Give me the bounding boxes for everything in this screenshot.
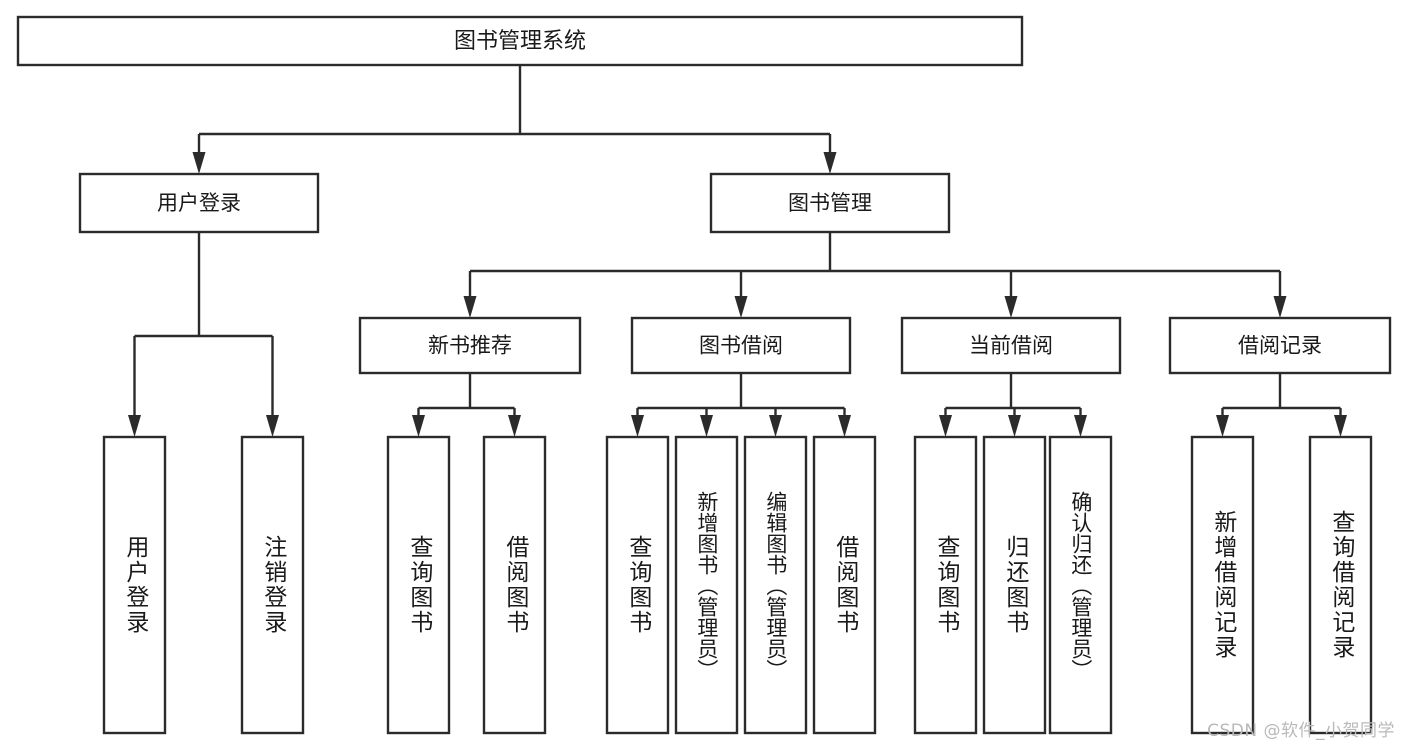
arrow-head-icon bbox=[463, 296, 477, 318]
node-box-borrow-record[interactable] bbox=[1168, 316, 1392, 375]
node-leaf-query-record[interactable] bbox=[1308, 435, 1373, 735]
connector-group-root bbox=[192, 65, 837, 174]
arrow-head-icon bbox=[1273, 296, 1287, 318]
node-box-leaf-add-record[interactable] bbox=[1190, 435, 1255, 735]
node-label-current-borrow: 当前借阅 bbox=[969, 334, 1053, 358]
arrow-head-icon bbox=[1216, 415, 1229, 437]
node-leaf-logout[interactable] bbox=[240, 435, 305, 735]
connector-group-user-login bbox=[128, 232, 279, 437]
node-box-new-book-rec[interactable] bbox=[358, 316, 582, 375]
node-leaf-borrow-book-2[interactable] bbox=[812, 435, 877, 735]
node-leaf-borrow-book-1[interactable] bbox=[482, 435, 547, 735]
node-book-borrow[interactable]: 图书借阅 bbox=[630, 316, 852, 375]
arrow-head-icon bbox=[838, 415, 851, 437]
node-leaf-user-login[interactable] bbox=[102, 435, 167, 735]
node-box-leaf-edit-book[interactable] bbox=[743, 435, 808, 735]
node-leaf-add-record[interactable] bbox=[1190, 435, 1255, 735]
node-box-leaf-user-login[interactable] bbox=[102, 435, 167, 735]
node-label-root: 图书管理系统 bbox=[454, 29, 586, 54]
node-label-borrow-record: 借阅记录 bbox=[1238, 334, 1322, 358]
node-box-root[interactable] bbox=[16, 15, 1024, 67]
connector-group-current-borrow bbox=[939, 373, 1087, 437]
node-leaf-query-book-3[interactable] bbox=[913, 435, 978, 735]
edges-layer bbox=[128, 65, 1347, 437]
arrow-head-icon bbox=[266, 415, 279, 437]
arrow-head-icon bbox=[1004, 296, 1018, 318]
node-box-leaf-confirm-return[interactable] bbox=[1048, 435, 1113, 735]
node-box-leaf-query-book-1[interactable] bbox=[386, 435, 451, 735]
arrow-head-icon bbox=[769, 415, 782, 437]
arrow-head-icon bbox=[1334, 415, 1347, 437]
arrow-head-icon bbox=[508, 415, 521, 437]
node-box-leaf-borrow-book-1[interactable] bbox=[482, 435, 547, 735]
node-box-leaf-query-book-2[interactable] bbox=[605, 435, 670, 735]
node-user-login[interactable]: 用户登录 bbox=[78, 172, 320, 234]
node-box-leaf-logout[interactable] bbox=[240, 435, 305, 735]
arrow-head-icon bbox=[631, 415, 644, 437]
node-leaf-edit-book[interactable] bbox=[743, 435, 808, 735]
node-box-current-borrow[interactable] bbox=[900, 316, 1122, 375]
node-leaf-return-book[interactable] bbox=[982, 435, 1047, 735]
node-borrow-record[interactable]: 借阅记录 bbox=[1168, 316, 1392, 375]
connector-group-book-manage bbox=[463, 232, 1287, 318]
node-label-new-book-rec: 新书推荐 bbox=[428, 334, 512, 358]
node-label-book-borrow: 图书借阅 bbox=[699, 334, 783, 358]
arrow-head-icon bbox=[1008, 415, 1021, 437]
arrow-head-icon bbox=[734, 296, 748, 318]
arrow-head-icon bbox=[823, 152, 837, 174]
node-leaf-confirm-return[interactable] bbox=[1048, 435, 1113, 735]
node-label-user-login: 用户登录 bbox=[157, 191, 241, 215]
node-book-manage[interactable]: 图书管理 bbox=[709, 172, 951, 234]
arrow-head-icon bbox=[939, 415, 952, 437]
node-box-book-manage[interactable] bbox=[709, 172, 951, 234]
arrow-head-icon bbox=[1074, 415, 1087, 437]
node-new-book-rec[interactable]: 新书推荐 bbox=[358, 316, 582, 375]
node-label-book-manage: 图书管理 bbox=[788, 191, 872, 215]
connector-group-borrow-record bbox=[1216, 373, 1347, 437]
watermark-text: CSDN @软件_小贺同学 bbox=[1207, 721, 1395, 741]
node-leaf-query-book-2[interactable] bbox=[605, 435, 670, 735]
node-box-leaf-query-book-3[interactable] bbox=[913, 435, 978, 735]
node-box-user-login[interactable] bbox=[78, 172, 320, 234]
arrow-head-icon bbox=[128, 415, 141, 437]
node-current-borrow[interactable]: 当前借阅 bbox=[900, 316, 1122, 375]
arrow-head-icon bbox=[412, 415, 425, 437]
node-leaf-query-book-1[interactable] bbox=[386, 435, 451, 735]
node-box-leaf-add-book[interactable] bbox=[674, 435, 739, 735]
connector-group-book-borrow bbox=[631, 373, 851, 437]
node-box-leaf-borrow-book-2[interactable] bbox=[812, 435, 877, 735]
arrow-head-icon bbox=[192, 152, 206, 174]
node-box-leaf-return-book[interactable] bbox=[982, 435, 1047, 735]
node-box-book-borrow[interactable] bbox=[630, 316, 852, 375]
node-box-leaf-query-record[interactable] bbox=[1308, 435, 1373, 735]
node-root[interactable]: 图书管理系统 bbox=[16, 15, 1024, 67]
arrow-head-icon bbox=[700, 415, 713, 437]
node-leaf-add-book[interactable] bbox=[674, 435, 739, 735]
connector-group-new-book-rec bbox=[412, 373, 521, 437]
